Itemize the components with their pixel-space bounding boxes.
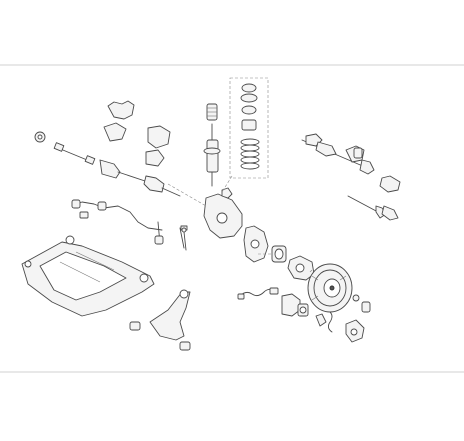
stabilizer-link[interactable]: [154, 221, 188, 249]
caliper-bracket[interactable]: [345, 319, 365, 343]
cv-boot-outer[interactable]: [103, 122, 127, 142]
brake-disc[interactable]: [307, 263, 353, 313]
drive-shaft[interactable]: [53, 142, 181, 197]
stabilizer-bar[interactable]: [71, 199, 163, 231]
cv-boot-inner[interactable]: [147, 125, 171, 149]
wheel-hub-bearing[interactable]: [271, 245, 287, 263]
control-arm-bushing[interactable]: [129, 321, 141, 331]
assembly-guides: [167, 175, 313, 273]
lower-control-arm[interactable]: [129, 289, 191, 351]
cv-joint-inner[interactable]: [99, 159, 121, 179]
strut-group-outline: [229, 77, 269, 179]
cv-boot-upper[interactable]: [107, 100, 135, 120]
knuckle-bolt[interactable]: [181, 227, 187, 251]
tie-rod-end[interactable]: [347, 175, 401, 221]
cv-boot-kit[interactable]: [34, 100, 171, 149]
strut-shock-absorber[interactable]: [203, 123, 221, 187]
dust-boot[interactable]: [206, 103, 218, 121]
steering-rack[interactable]: [301, 133, 375, 175]
coil-spring[interactable]: [240, 138, 260, 170]
cv-joint-middle[interactable]: [145, 149, 165, 167]
brake-pads[interactable]: [315, 294, 371, 333]
brake-backing-plate[interactable]: [243, 225, 269, 263]
abs-sensor[interactable]: [237, 287, 279, 300]
strut-mount[interactable]: [240, 83, 258, 131]
wheel-hub[interactable]: [287, 255, 315, 281]
cv-joint-outer[interactable]: [143, 175, 165, 193]
control-arm-bushing-rear[interactable]: [179, 341, 191, 351]
steering-knuckle[interactable]: [203, 187, 243, 239]
brake-caliper[interactable]: [281, 293, 309, 317]
strut-assembly[interactable]: [203, 77, 269, 187]
front-axle-subframe[interactable]: [21, 235, 155, 317]
